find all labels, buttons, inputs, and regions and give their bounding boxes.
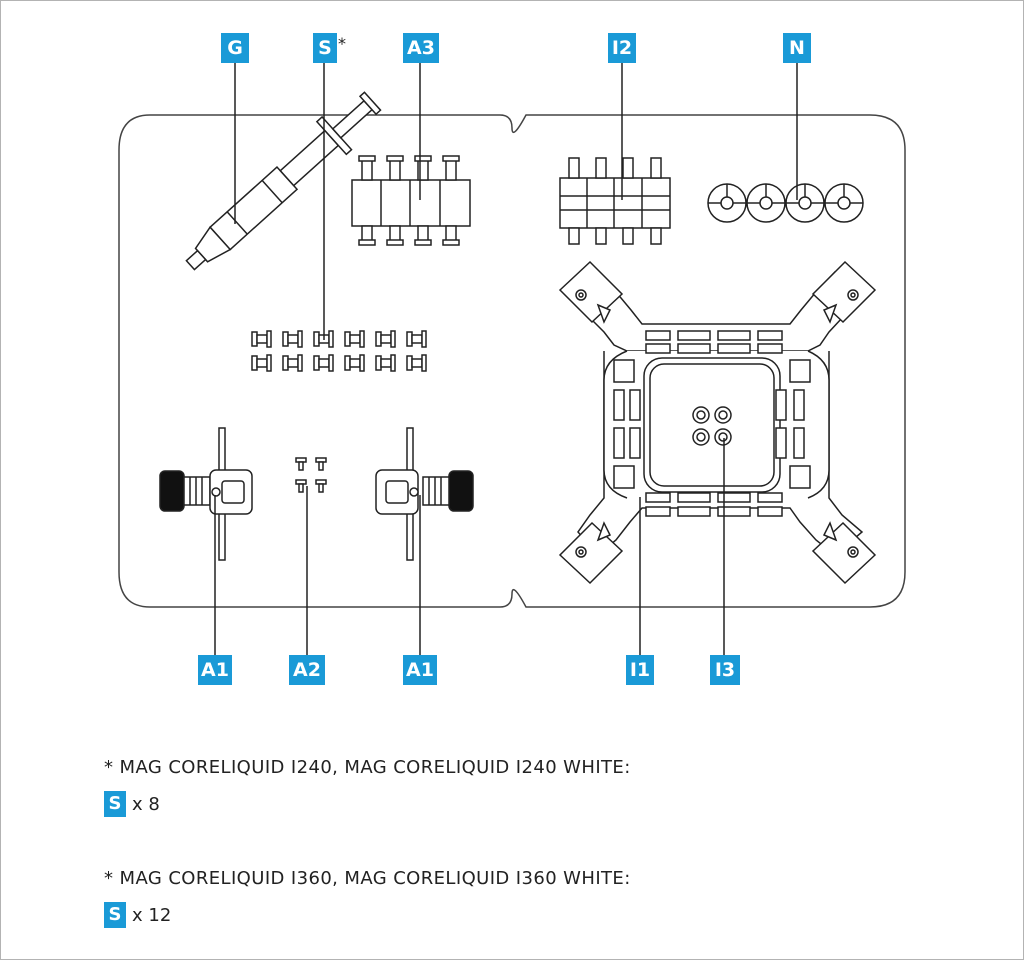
backplate-i1 (558, 260, 877, 585)
screw-s (251, 330, 272, 348)
screw-a2 (315, 479, 327, 493)
footnote-i360-quantity: S x 12 (104, 902, 171, 928)
footnote-i360: * MAG CORELIQUID I360, MAG CORELIQUID I3… (104, 868, 631, 889)
mounting-bracket-a1-left (159, 427, 253, 561)
centre-rings-i3 (692, 406, 732, 446)
s-badge: S (104, 902, 126, 928)
label-a1-left: A1 (198, 655, 232, 685)
label-s-asterisk: * (338, 34, 346, 53)
label-n: N (783, 33, 811, 63)
screw-s (251, 354, 272, 372)
label-g: G (221, 33, 249, 63)
footnote-i240-quantity: S x 8 (104, 791, 160, 817)
standoffs-a3 (351, 155, 471, 246)
screw-s (282, 330, 303, 348)
thermal-paste-syringe (185, 91, 382, 271)
screws-a2-group (295, 457, 327, 493)
screw-s (375, 330, 396, 348)
screw-s (282, 354, 303, 372)
label-a2: A2 (289, 655, 325, 685)
screw-s (406, 354, 427, 372)
s-badge: S (104, 791, 126, 817)
washers-n (707, 183, 864, 223)
screw-a2 (295, 479, 307, 493)
mounting-bracket-a1-right (375, 427, 474, 561)
label-i1: I1 (626, 655, 654, 685)
quantity-text: x 8 (132, 793, 160, 815)
screws-s-grid (251, 330, 427, 372)
label-a3: A3 (403, 33, 439, 63)
screw-s (406, 330, 427, 348)
screw-a2 (315, 457, 327, 471)
screw-s (313, 354, 334, 372)
nuts-i2 (559, 157, 671, 245)
quantity-text: x 12 (132, 904, 172, 926)
screw-s (344, 330, 365, 348)
leader-lines (214, 63, 798, 656)
footnote-i240: * MAG CORELIQUID I240, MAG CORELIQUID I2… (104, 757, 631, 778)
label-i3: I3 (710, 655, 740, 685)
label-s: S (313, 33, 337, 63)
screw-s (344, 354, 365, 372)
screw-a2 (295, 457, 307, 471)
label-i2: I2 (608, 33, 636, 63)
accessory-tray-outline (118, 114, 906, 608)
screw-s (375, 354, 396, 372)
label-a1-right: A1 (403, 655, 437, 685)
